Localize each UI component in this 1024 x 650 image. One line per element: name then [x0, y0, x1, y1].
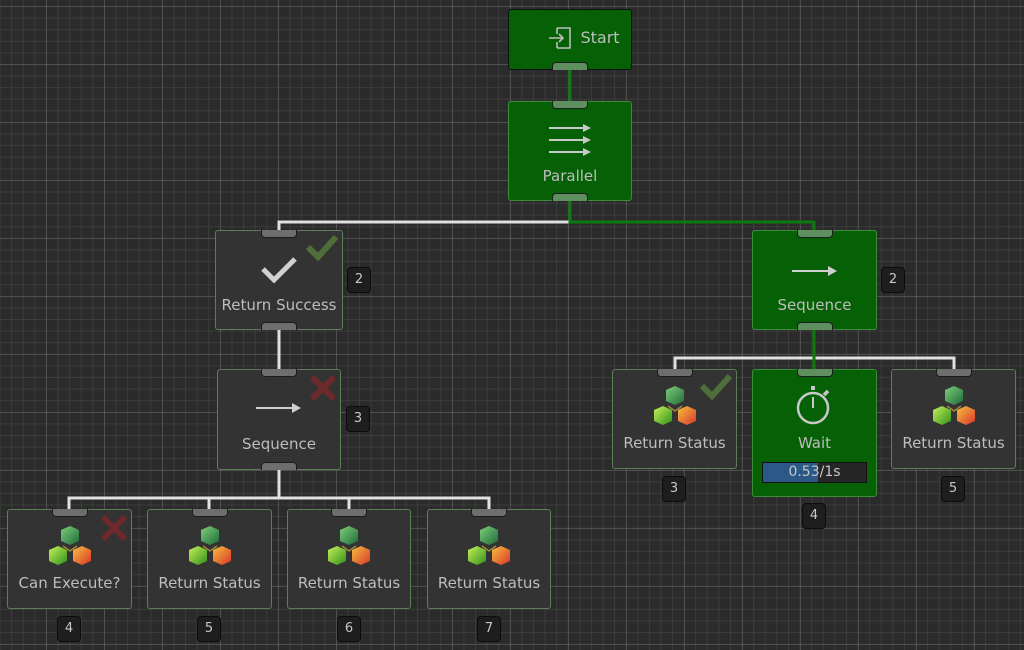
node-label: Sequence [777, 296, 852, 314]
wait-progress-bar: 0.53/1s [762, 462, 867, 483]
checkmark-icon [261, 257, 297, 284]
output-port[interactable] [261, 462, 297, 470]
cubes-icon [48, 526, 91, 565]
success-status-icon [699, 373, 733, 400]
cubes-icon [653, 386, 696, 425]
execution-order-badge: 2 [881, 267, 905, 293]
node-label: Return Status [158, 574, 261, 592]
failure-status-icon [309, 374, 337, 402]
input-port[interactable] [935, 369, 972, 377]
input-port[interactable] [261, 230, 297, 238]
execution-order-badge: 5 [941, 476, 965, 502]
node-label: Start [580, 28, 620, 47]
execution-order-badge: 7 [477, 616, 501, 642]
node-label: Wait [797, 434, 832, 452]
node-label: Return Status [437, 574, 541, 592]
parallel-node[interactable]: Parallel [508, 101, 632, 201]
stopwatch-icon [796, 386, 829, 425]
input-port[interactable] [796, 369, 833, 377]
input-port[interactable] [261, 369, 297, 377]
output-port[interactable] [261, 322, 297, 330]
output-port[interactable] [552, 193, 588, 201]
return-status-node[interactable]: Return Status [147, 509, 272, 609]
execution-order-badge: 6 [337, 616, 361, 642]
return-status-node[interactable]: Return Status [612, 369, 737, 469]
execution-order-badge: 3 [346, 406, 370, 432]
arrow-right-icon [791, 266, 837, 276]
return-status-node[interactable]: Return Status [891, 369, 1016, 469]
cubes-icon [188, 526, 231, 565]
edge-sequence-left-children [67, 469, 491, 511]
node-label: Can Execute? [18, 574, 121, 592]
parallel-arrows-icon [549, 124, 591, 156]
input-port[interactable] [331, 509, 367, 517]
output-port[interactable] [796, 322, 833, 330]
node-label: Parallel [542, 167, 598, 185]
input-port[interactable] [471, 509, 507, 517]
input-port[interactable] [656, 369, 693, 377]
cubes-icon [328, 526, 370, 565]
execution-order-badge: 3 [662, 476, 686, 502]
can-execute-node[interactable]: Can Execute? [7, 509, 132, 609]
return-status-node[interactable]: Return Status [427, 509, 551, 609]
sequence-node-left[interactable]: Sequence [217, 369, 341, 470]
return-status-node[interactable]: Return Status [287, 509, 411, 609]
return-success-node[interactable]: Return Success [215, 230, 343, 330]
enter-icon [549, 27, 571, 49]
input-port[interactable] [51, 509, 88, 517]
execution-order-badge: 4 [57, 616, 81, 642]
cubes-icon [932, 386, 975, 425]
progress-text: 0.53/1s [788, 464, 841, 480]
success-status-icon [305, 234, 339, 261]
edge-parallel-sequence-right [568, 200, 816, 232]
progress-fill [763, 463, 818, 482]
failure-status-icon [100, 514, 128, 542]
input-port[interactable] [191, 509, 228, 517]
execution-order-badge: 4 [802, 503, 826, 529]
input-port[interactable] [552, 101, 588, 109]
input-port[interactable] [796, 230, 833, 238]
sequence-node-right[interactable]: Sequence [752, 230, 877, 330]
node-label: Return Success [221, 296, 337, 314]
arrow-right-icon [256, 403, 301, 413]
execution-order-badge: 2 [347, 267, 371, 293]
wait-node[interactable]: Wait 0.53/1s [752, 369, 877, 497]
node-label: Return Status [902, 434, 1005, 452]
edge-parallel-return-success [277, 200, 572, 232]
node-label: Return Status [297, 574, 401, 592]
start-node[interactable]: Start [508, 9, 632, 70]
execution-order-badge: 5 [197, 616, 221, 642]
output-port[interactable] [552, 62, 588, 70]
node-label: Return Status [623, 434, 726, 452]
cubes-icon [468, 526, 510, 565]
node-label: Sequence [242, 435, 316, 453]
